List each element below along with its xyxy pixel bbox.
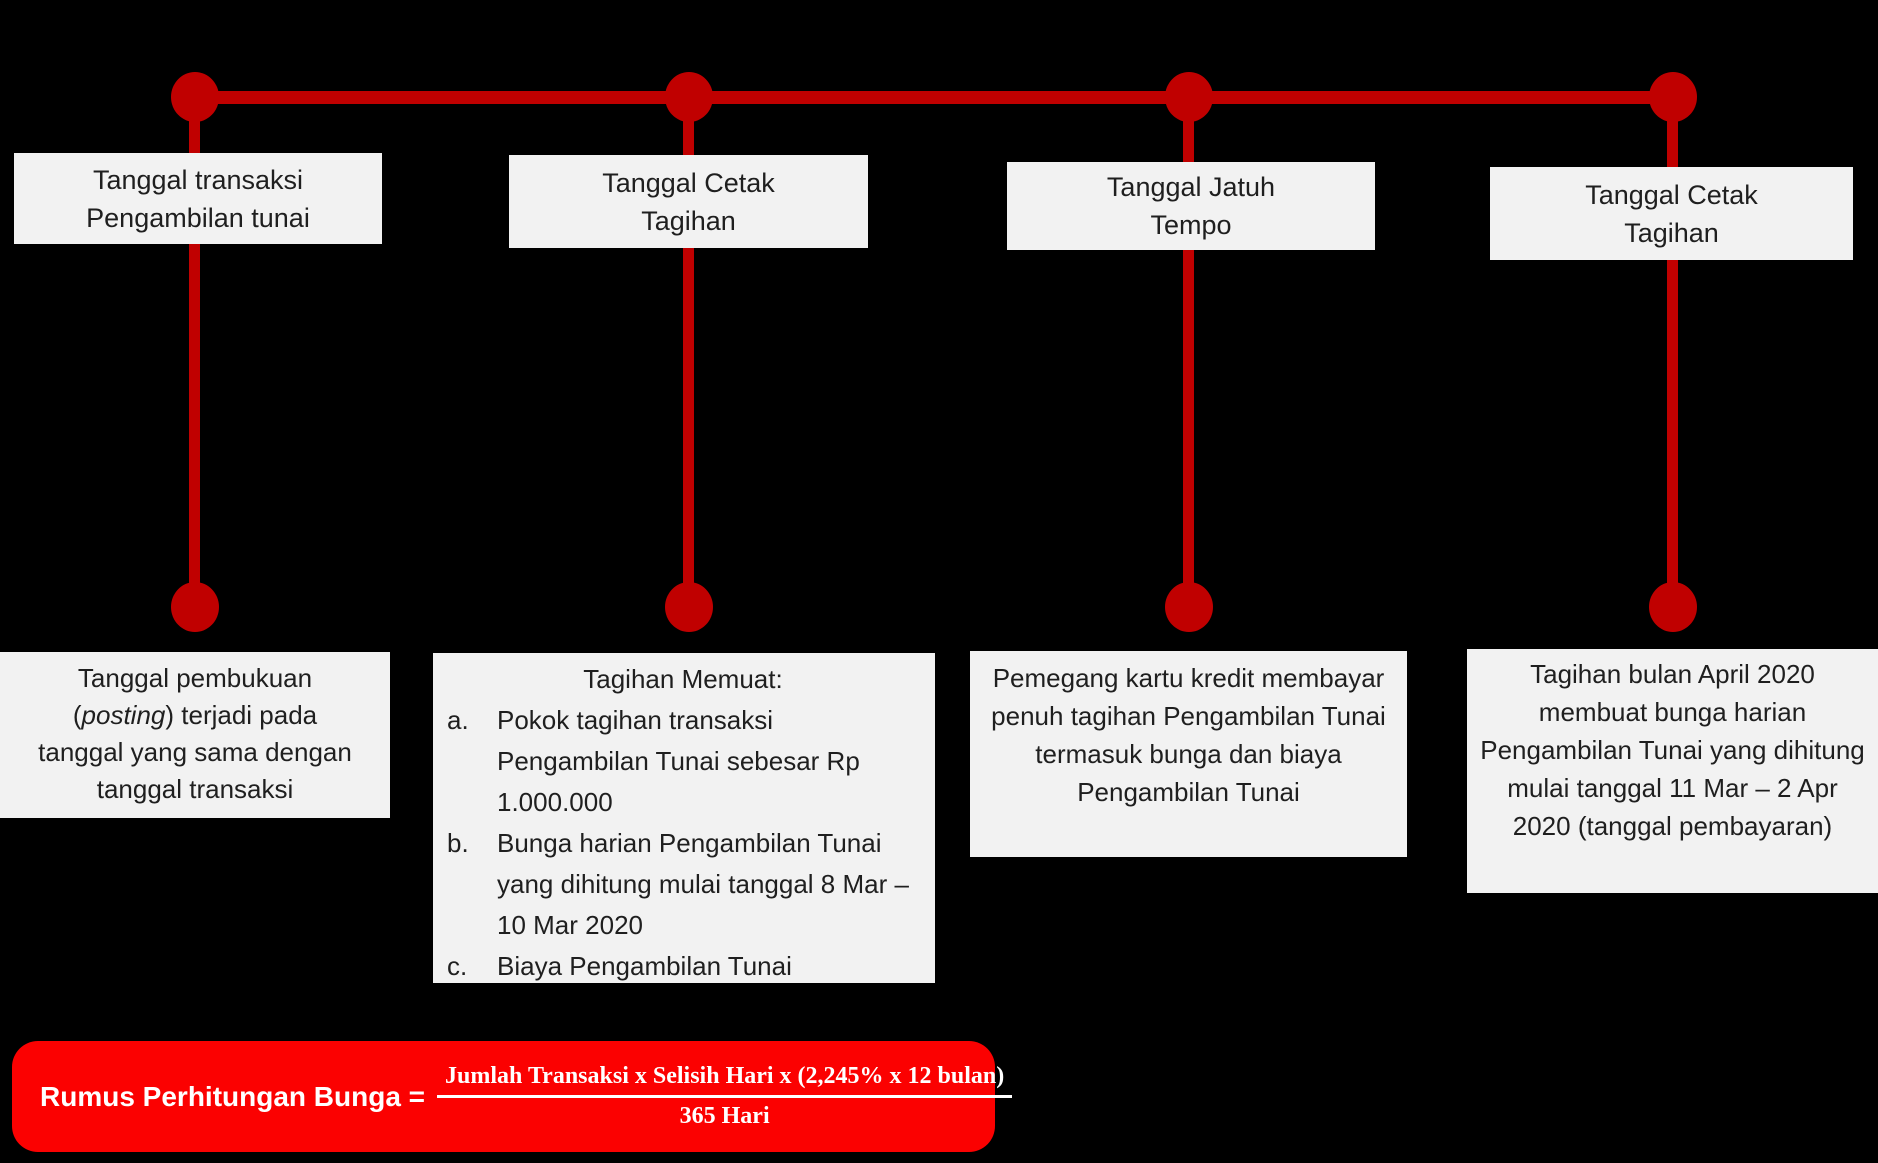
description-box-4: Tagihan bulan April 2020 membuat bunga h… <box>1467 649 1878 893</box>
description-box-3: Pemegang kartu kredit membayar penuh tag… <box>970 651 1407 857</box>
description-box-4-text: Tagihan bulan April 2020 membuat bunga h… <box>1480 659 1865 841</box>
description-box-1-line1: Tanggal pembukuan <box>77 663 313 693</box>
timeline-node-top-2 <box>665 72 713 122</box>
description-box-1-line2: (posting) terjadi pada <box>72 700 318 730</box>
timeline-node-top-4 <box>1649 72 1697 122</box>
description-box-1-line4: tanggal transaksi <box>96 774 294 804</box>
title-box-3-line1: Tanggal Jatuh <box>1106 172 1276 202</box>
title-box-3: Tanggal Jatuh Tempo <box>1007 162 1375 250</box>
timeline-node-top-1 <box>171 72 219 122</box>
timeline-connector-2 <box>683 97 694 607</box>
list-item-b: b. Bunga harian Pengambilan Tunai yang d… <box>447 823 919 946</box>
list-item-c: c. Biaya Pengambilan Tunai <box>447 946 919 987</box>
list-item-b-label: b. <box>447 828 469 858</box>
list-item-c-text: Biaya Pengambilan Tunai <box>497 951 792 981</box>
timeline-node-bottom-3 <box>1165 582 1213 632</box>
title-box-1-line2: Pengambilan tunai <box>86 202 310 233</box>
title-box-1: Tanggal transaksi Pengambilan tunai <box>14 153 382 244</box>
title-box-4-line2: Tagihan <box>1624 217 1719 248</box>
title-box-3-line2: Tempo <box>1150 210 1232 240</box>
title-box-2-line2: Tagihan <box>641 205 736 236</box>
list-item-b-text: Bunga harian Pengambilan Tunai yang dihi… <box>497 828 909 940</box>
timeline-connector-3 <box>1183 97 1194 607</box>
formula-panel: Rumus Perhitungan Bunga = Jumlah Transak… <box>12 1041 1013 1152</box>
list-item-a: a. Pokok tagihan transaksi Pengambilan T… <box>447 700 919 823</box>
formula-fraction: Jumlah Transaksi x Selisih Hari x (2,245… <box>437 1063 1013 1130</box>
timeline-node-bottom-2 <box>665 582 713 632</box>
description-box-1-line3: tanggal yang sama dengan <box>38 737 352 767</box>
description-box-1: Tanggal pembukuan (posting) terjadi pada… <box>0 652 390 818</box>
title-box-2-line1: Tanggal Cetak <box>602 167 775 198</box>
title-box-2: Tanggal Cetak Tagihan <box>509 155 868 248</box>
timeline-connector-1 <box>189 97 200 607</box>
description-box-2-heading: Tagihan Memuat: <box>583 664 783 694</box>
description-box-2: Tagihan Memuat: a. Pokok tagihan transak… <box>433 653 935 983</box>
list-item-c-label: c. <box>447 951 468 981</box>
list-item-a-text: Pokok tagihan transaksi Pengambilan Tuna… <box>497 705 860 817</box>
posting-italic-word: posting <box>81 700 166 730</box>
title-box-4-line1: Tanggal Cetak <box>1585 179 1758 210</box>
timeline-node-bottom-1 <box>171 582 219 632</box>
formula-label: Rumus Perhitungan Bunga = <box>40 1080 426 1112</box>
timeline-node-bottom-4 <box>1649 582 1697 632</box>
timeline-axis-line <box>195 91 1674 104</box>
timeline-node-top-3 <box>1165 72 1213 122</box>
list-item-a-label: a. <box>447 705 469 735</box>
title-box-4: Tanggal Cetak Tagihan <box>1490 167 1853 260</box>
timeline-connector-4 <box>1667 97 1678 607</box>
fraction-numerator: Jumlah Transaksi x Selisih Hari x (2,245… <box>437 1063 1013 1098</box>
fraction-denominator: 365 Hari <box>679 1103 770 1129</box>
title-box-1-line1: Tanggal transaksi <box>92 164 304 195</box>
description-box-3-text: Pemegang kartu kredit membayar penuh tag… <box>991 663 1386 807</box>
